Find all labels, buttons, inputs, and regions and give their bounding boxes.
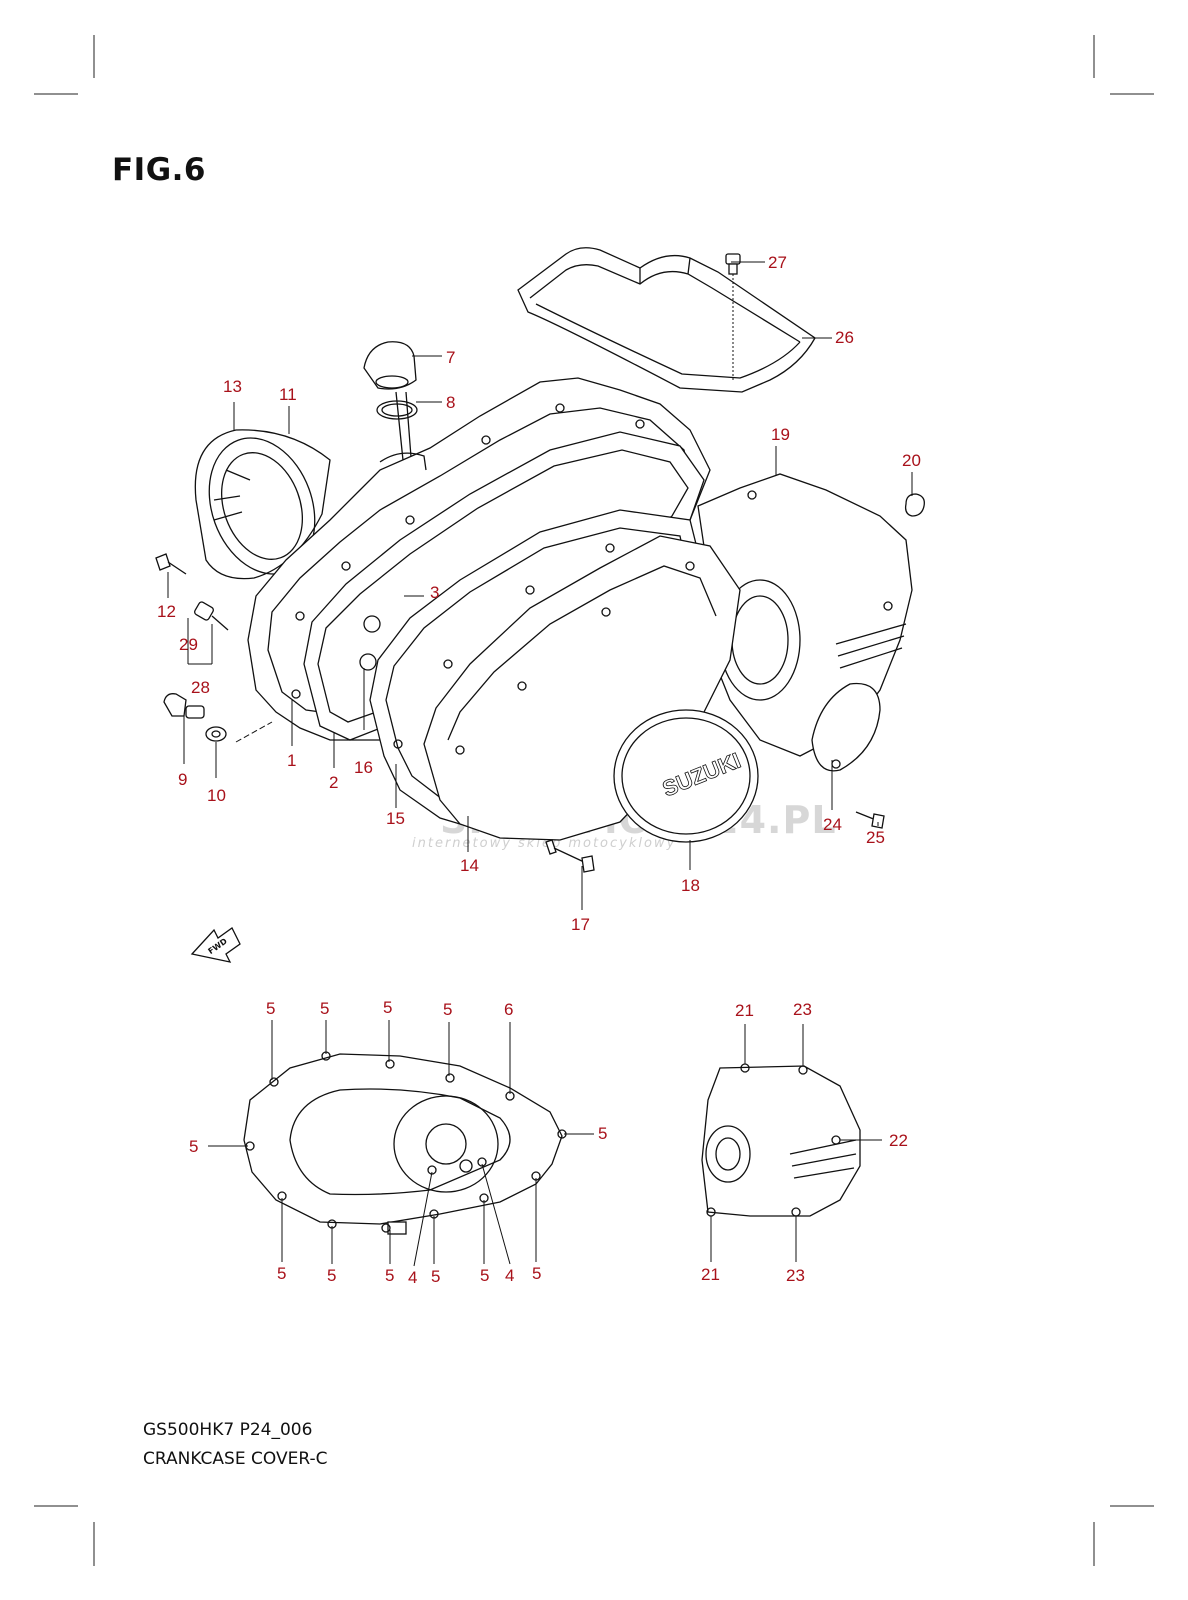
callout-11: 11 xyxy=(279,385,297,404)
diagram-caption: CRANKCASE COVER-C xyxy=(143,1449,328,1469)
generator-cover-detail xyxy=(701,1063,861,1217)
oil-filler-cap xyxy=(363,341,418,471)
callout-12: 12 xyxy=(157,602,176,621)
callout-14: 14 xyxy=(460,856,479,875)
gasket-detail xyxy=(243,1051,567,1235)
callout-17: 17 xyxy=(571,915,590,934)
gasket-callout: 4 xyxy=(408,1268,417,1287)
clutch-cap xyxy=(194,429,331,580)
callout-26: 26 xyxy=(835,328,854,347)
cover-callout-22: 22 xyxy=(889,1131,908,1150)
callout-28: 28 xyxy=(191,678,210,697)
callout-labels: 27 26 7 8 13 11 19 20 3 12 29 28 9 10 1 … xyxy=(157,253,921,934)
gasket-callout: 5 xyxy=(320,999,329,1018)
callout-19: 19 xyxy=(771,425,790,444)
cover-callout-21: 21 xyxy=(701,1265,720,1284)
fwd-arrow-icon: FWD xyxy=(190,927,241,963)
gasket-callout: 5 xyxy=(385,1266,394,1285)
cover-callout-23: 23 xyxy=(786,1266,805,1285)
callout-3: 3 xyxy=(430,583,439,602)
figure-title: FIG.6 xyxy=(112,152,207,188)
gasket-callout: 5 xyxy=(189,1137,198,1156)
callout-18: 18 xyxy=(681,876,700,895)
callout-10: 10 xyxy=(207,786,226,805)
gasket-callout: 5 xyxy=(443,1000,452,1019)
callout-9: 9 xyxy=(178,770,187,789)
callout-20: 20 xyxy=(902,451,921,470)
gasket-callout: 5 xyxy=(480,1266,489,1285)
gasket-callout: 4 xyxy=(505,1266,514,1285)
leader-lines xyxy=(167,261,913,1267)
callout-25: 25 xyxy=(866,828,885,847)
watermark-subtext: internetowy sklep motocyklowy xyxy=(412,836,677,851)
callout-8: 8 xyxy=(446,393,455,412)
gasket-callout: 5 xyxy=(532,1264,541,1283)
cover-24 xyxy=(811,682,881,772)
gasket-callout: 5 xyxy=(383,998,392,1017)
gasket-callout: 5 xyxy=(266,999,275,1018)
small-hardware xyxy=(155,493,925,873)
crop-marks xyxy=(34,35,1154,1566)
callout-16: 16 xyxy=(354,758,373,777)
callout-13: 13 xyxy=(223,377,242,396)
callout-27: 27 xyxy=(768,253,787,272)
callout-24: 24 xyxy=(823,815,842,834)
cover-callout-23: 23 xyxy=(793,1000,812,1019)
model-code: GS500HK7 P24_006 xyxy=(143,1420,313,1440)
callout-1: 1 xyxy=(287,751,296,770)
suzuki-badge-18: SUZUKI xyxy=(613,709,759,843)
gasket-callout-labels: 5 5 5 5 6 5 5 5 5 5 4 5 5 4 5 xyxy=(189,998,607,1287)
callout-15: 15 xyxy=(386,809,405,828)
callout-7: 7 xyxy=(446,348,455,367)
gasket-callout: 5 xyxy=(431,1267,440,1286)
callout-29: 29 xyxy=(179,635,198,654)
gasket-callout: 5 xyxy=(598,1124,607,1143)
gasket-callout: 5 xyxy=(327,1266,336,1285)
top-cover-plate xyxy=(517,247,816,393)
gasket-callout: 6 xyxy=(504,1000,513,1019)
gasket-callout: 5 xyxy=(277,1264,286,1283)
cover-callout-labels: 21 23 22 21 23 xyxy=(701,1000,908,1285)
callout-2: 2 xyxy=(329,773,338,792)
cover-callout-21: 21 xyxy=(735,1001,754,1020)
